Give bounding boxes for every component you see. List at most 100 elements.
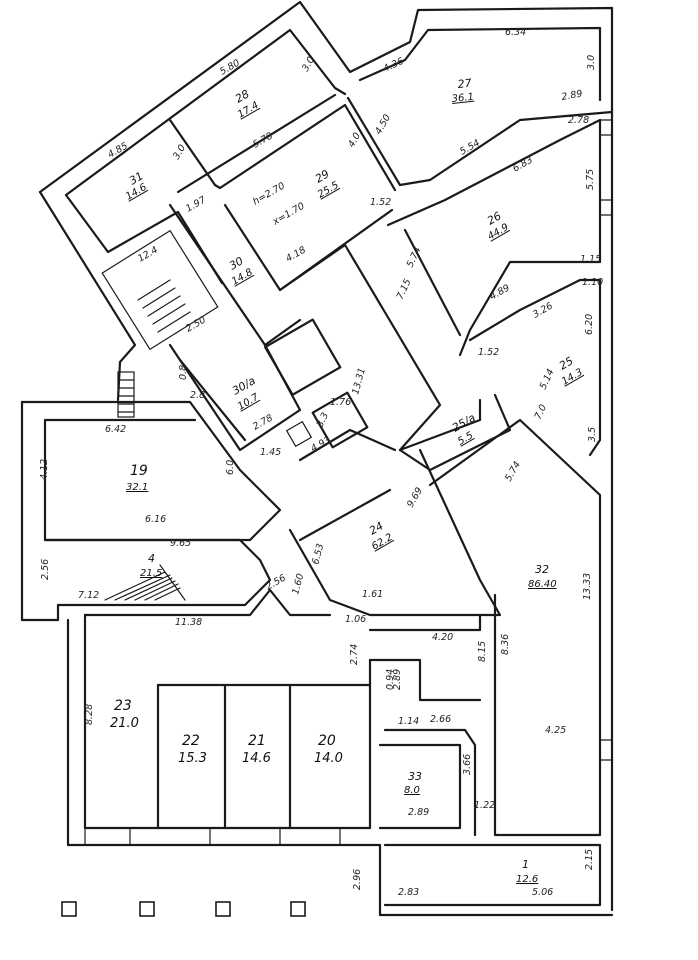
- stair-block: [101, 229, 219, 351]
- room-num: 24: [367, 519, 386, 537]
- dimension-label: 4.50: [373, 113, 393, 137]
- dimension-label: 4.18: [284, 244, 308, 264]
- dimension-label: 3.0: [171, 143, 188, 162]
- wall-26: [386, 118, 602, 357]
- wall-lower-inner: [83, 613, 372, 830]
- dimension-label: 3.66: [462, 754, 473, 775]
- dimension-label: 4.20: [432, 632, 453, 643]
- wall-room33-b: [383, 728, 477, 837]
- dimension-label: 6.53: [310, 542, 326, 565]
- wall-room33: [378, 743, 462, 830]
- dimension-label: 4.93: [309, 434, 333, 454]
- room-area: 32.1: [126, 482, 148, 493]
- dimension-label: 7.0: [533, 403, 549, 421]
- dimension-label: 4.0: [346, 131, 363, 150]
- wall-30a-inner: [178, 358, 247, 442]
- dimension-label: 7.15: [395, 277, 414, 301]
- room-area: 8.0: [404, 785, 420, 796]
- wall-hall-2: [368, 613, 482, 632]
- dimension-label: 3.0: [300, 55, 317, 74]
- pier-3: [215, 901, 231, 917]
- wall-corridor: [278, 243, 482, 452]
- wall-room1: [383, 843, 602, 907]
- dimension-label: 1.10: [582, 277, 603, 288]
- dimension-label: 4.36: [382, 56, 406, 75]
- dimension-label: 1.15: [580, 254, 601, 265]
- wall-27: [346, 96, 614, 187]
- ceiling-x: x=1.70: [270, 201, 306, 228]
- dimension-label: 5.06: [532, 887, 553, 898]
- room-num: 23: [114, 698, 132, 714]
- dimension-label: 6.34: [505, 27, 526, 38]
- room-num: 4: [148, 552, 155, 565]
- room-area: 14.6: [242, 751, 271, 766]
- shaft-lower: [311, 391, 369, 449]
- stair-left: [117, 371, 135, 418]
- room-num: 29: [313, 167, 332, 185]
- dimension-label: 0.94: [385, 669, 396, 690]
- dimension-label: 5.74: [503, 460, 523, 484]
- room-area: 86.40: [528, 579, 557, 590]
- dimension-label: 4.12: [39, 459, 50, 480]
- dimension-label: 6.42: [105, 424, 126, 435]
- dimension-label: 6.83: [511, 154, 535, 174]
- room-num: 25: [557, 354, 576, 372]
- dimension-label: 1.52: [370, 197, 391, 208]
- dimension-label: 1.60: [290, 572, 306, 595]
- dimension-label: 7.12: [78, 590, 99, 601]
- room-area: 14.6: [124, 182, 149, 203]
- wall-28-29: [176, 93, 337, 194]
- shaft-small: [285, 420, 313, 448]
- dimension-label: 0.8: [178, 365, 189, 380]
- room-num: 26: [485, 209, 504, 227]
- room-area: 36.1: [451, 92, 474, 105]
- dimension-label: 1.45: [260, 447, 281, 458]
- wall-hall-3: [368, 658, 482, 702]
- stair-room4: [104, 564, 186, 601]
- dimension-label: 9.65: [170, 538, 191, 549]
- dimension-label: 1.61: [362, 589, 383, 600]
- dimension-label: 3.5: [587, 427, 598, 442]
- room-num: 33: [408, 770, 422, 783]
- room-area: 14.0: [314, 751, 343, 766]
- room-num: 21: [248, 733, 266, 749]
- dimension-label: 8.15: [477, 641, 488, 662]
- wall-room24-inner: [298, 488, 392, 542]
- dimension-label: 2.74: [349, 644, 360, 665]
- dimension-label: 1.97: [184, 194, 208, 214]
- wall-room32: [428, 418, 602, 837]
- dimension-label: 1.14: [398, 716, 419, 727]
- dimension-label: 8.28: [84, 704, 95, 725]
- room-num: 20: [318, 733, 336, 749]
- room-area: 21.0: [110, 716, 139, 731]
- stair-label: 12.4: [136, 244, 160, 264]
- dimension-label: 2.50: [184, 314, 208, 334]
- dimension-label: 13.33: [582, 573, 593, 600]
- wall-lower-outer: [66, 618, 614, 917]
- dimension-label: 6.20: [584, 314, 595, 335]
- dimension-label: 2.78: [568, 115, 589, 126]
- wall-25a: [398, 393, 512, 472]
- dimension-label: 2.15: [584, 849, 595, 870]
- wall-wing-inner-left: [64, 28, 347, 197]
- room-area: 15.3: [178, 751, 207, 766]
- wall-wing-left-diagonal: [38, 190, 137, 402]
- wall-25: [468, 278, 602, 457]
- pier-1: [61, 901, 77, 917]
- dimension-label: 2.89: [408, 807, 429, 818]
- wall-27-inner: [358, 26, 602, 102]
- dimension-label: 1.76: [330, 397, 351, 408]
- wall-outer-wing: [38, 0, 614, 194]
- dimension-label: 2.96: [352, 869, 363, 890]
- shaft-upper: [264, 318, 342, 396]
- pier-4: [290, 901, 306, 917]
- pier-2: [139, 901, 155, 917]
- room-num: 19: [130, 463, 148, 479]
- ceiling-height: h=2.70: [251, 181, 287, 208]
- wall-room4: [43, 538, 272, 607]
- wall-room24: [288, 448, 502, 617]
- dimension-label: 4.89: [488, 282, 512, 302]
- wall-room19: [20, 400, 282, 542]
